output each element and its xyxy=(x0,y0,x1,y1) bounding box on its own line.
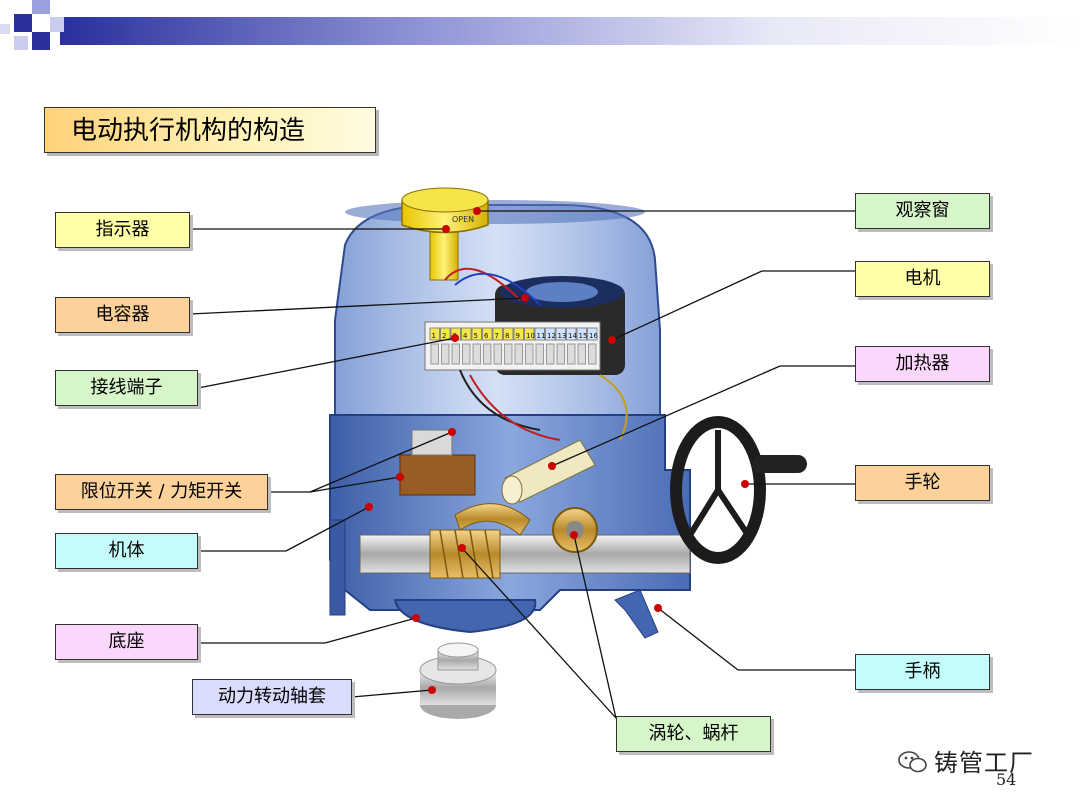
terminal-number: 7 xyxy=(495,332,499,340)
terminal-screw xyxy=(494,344,502,364)
terminal-screw xyxy=(557,344,565,364)
pointer-dot xyxy=(473,207,481,215)
terminal-number: 5 xyxy=(474,332,478,340)
terminal-number: 11 xyxy=(537,332,546,340)
terminal-screw xyxy=(484,344,492,364)
terminal-number: 1 xyxy=(432,332,436,340)
terminal-number: 10 xyxy=(526,332,535,340)
terminal-screw xyxy=(547,344,555,364)
pointer-dot xyxy=(365,503,373,511)
terminal-screw xyxy=(526,344,534,364)
terminal-screw xyxy=(463,344,471,364)
label-worm: 涡轮、蜗杆 xyxy=(616,716,771,752)
terminal-number: 8 xyxy=(505,332,509,340)
label-drive-sleeve: 动力转动轴套 xyxy=(192,679,352,715)
terminal-screw xyxy=(536,344,544,364)
page-number: 54 xyxy=(996,770,1016,789)
label-heater: 加热器 xyxy=(855,346,990,382)
label-indicator: 指示器 xyxy=(55,212,190,248)
pointer-dot xyxy=(458,544,466,552)
pointer-dot xyxy=(608,336,616,344)
label-handwheel: 手轮 xyxy=(855,465,990,501)
pointer-dot xyxy=(451,334,459,342)
terminal-number: 15 xyxy=(579,332,588,340)
terminal-number: 16 xyxy=(589,332,598,340)
indicator-open-text: OPEN xyxy=(452,215,474,224)
terminal-number: 14 xyxy=(568,332,577,340)
label-body: 机体 xyxy=(55,533,198,569)
terminal-screw xyxy=(505,344,513,364)
pointer-dot xyxy=(396,473,404,481)
terminal-screw xyxy=(568,344,576,364)
label-limit-switch: 限位开关 / 力矩开关 xyxy=(55,474,268,510)
terminal-screw xyxy=(431,344,439,364)
pointer-dot xyxy=(412,614,420,622)
handle-illus xyxy=(615,590,658,638)
terminal-screw xyxy=(515,344,523,364)
handwheel-illus xyxy=(676,422,807,558)
label-window: 观察窗 xyxy=(855,193,990,229)
label-handle: 手柄 xyxy=(855,654,990,690)
pointer-dot xyxy=(654,604,662,612)
pointer-dot xyxy=(521,294,529,302)
pointer-dot xyxy=(741,480,749,488)
terminal-number: 2 xyxy=(442,332,446,340)
label-motor: 电机 xyxy=(855,261,990,297)
pointer-dot xyxy=(448,428,456,436)
pointer-dot xyxy=(548,462,556,470)
watermark-text: 铸管工厂 xyxy=(934,743,1034,778)
pointer-dot xyxy=(570,531,578,539)
terminal-screw xyxy=(452,344,460,364)
terminal-block-illus: 12345678910111213141516 xyxy=(425,322,600,370)
terminal-screw xyxy=(578,344,586,364)
terminal-number: 4 xyxy=(463,332,468,340)
terminal-screw xyxy=(589,344,597,364)
pointer-dot xyxy=(428,686,436,694)
terminal-screw xyxy=(442,344,450,364)
terminal-screw xyxy=(473,344,481,364)
label-terminal: 接线端子 xyxy=(55,370,198,406)
label-capacitor: 电容器 xyxy=(55,297,190,333)
terminal-number: 6 xyxy=(484,332,489,340)
pointer-dot xyxy=(442,225,450,233)
wechat-icon xyxy=(898,749,928,779)
terminal-number: 12 xyxy=(547,332,556,340)
label-base: 底座 xyxy=(55,624,198,660)
terminal-number: 13 xyxy=(558,332,567,340)
drive-sleeve-illus xyxy=(420,643,496,719)
worm-shaft-illus xyxy=(360,530,690,578)
terminal-number: 9 xyxy=(516,332,520,340)
